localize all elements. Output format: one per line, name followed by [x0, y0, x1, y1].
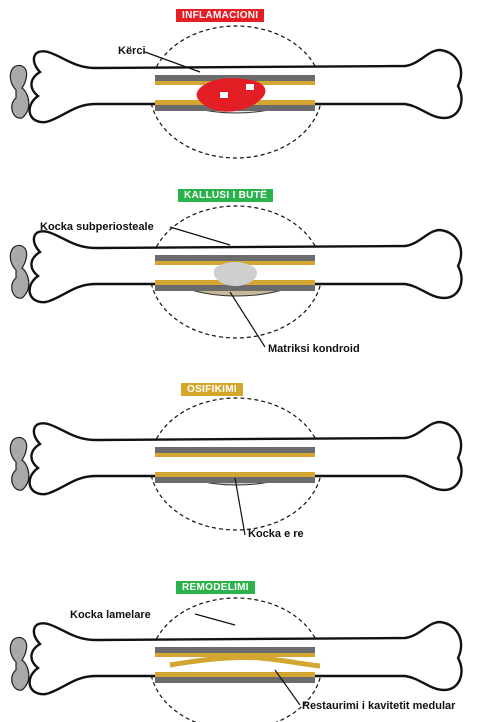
label-lamellar-bone: Kocka lamelare — [70, 609, 151, 621]
label-cartilage: Kërci — [118, 45, 146, 57]
label-chondroid-matrix: Matriksi kondroid — [268, 343, 360, 355]
label-subperiosteal-bone: Kocka subperiosteale — [40, 221, 154, 233]
label-new-bone: Kocka e re — [248, 528, 304, 540]
stage-1-bone — [10, 26, 461, 158]
stage-3-bone — [10, 398, 461, 530]
label-medullary-restoration: Restaurimi i kavitetit medular — [302, 700, 455, 712]
